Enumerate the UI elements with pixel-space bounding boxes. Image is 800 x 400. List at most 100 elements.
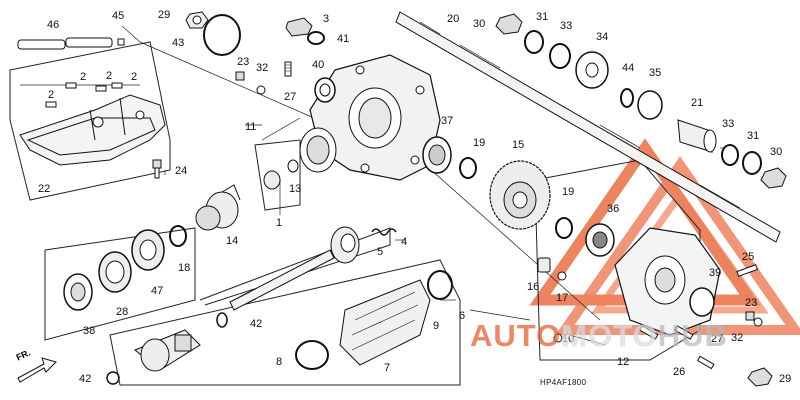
callout-label: 31: [536, 11, 549, 23]
spring-part: [371, 228, 397, 236]
callout-label: 37: [441, 115, 454, 127]
callout-label: 46: [47, 19, 60, 31]
collar-washer-parts: [620, 88, 663, 120]
nut-washer-parts: [495, 13, 609, 89]
callout-label: 30: [473, 18, 486, 30]
ring-gear-part: [489, 160, 551, 230]
callout-label: 17: [556, 292, 569, 304]
callout-label: 2: [80, 71, 87, 83]
gear-case-part: [299, 54, 441, 181]
nut-part-lower: [747, 367, 773, 387]
callout-label: 27: [284, 91, 297, 103]
callout-label: 13: [289, 183, 302, 195]
callout-label: 35: [649, 67, 662, 79]
oil-seal-part: [314, 77, 336, 103]
skid-guard-part: [19, 94, 166, 166]
callout-label: 25: [742, 251, 755, 263]
drain-plug-part: [285, 17, 325, 45]
watermark-part-2: MOTO: [561, 318, 658, 354]
callout-label: 31: [747, 130, 760, 142]
bearing-part: [422, 136, 452, 174]
callout-label: 14: [226, 235, 239, 247]
callout-label: 42: [250, 318, 263, 330]
front-arrow-icon: [17, 357, 57, 383]
callout-label: 8: [276, 356, 283, 368]
callout-label: 32: [731, 332, 744, 344]
callout-label: 23: [237, 56, 250, 68]
callout-label: 20: [447, 13, 460, 25]
callout-label: 36: [607, 203, 620, 215]
universal-joint-part: [134, 329, 201, 372]
drive-shaft-part: [395, 11, 781, 243]
frame-guard: [9, 41, 171, 201]
callout-label: 1: [276, 217, 283, 229]
watermark-text: AUTOMOTOHUB: [470, 318, 728, 354]
diagram-code: HP4AF1800: [540, 378, 587, 387]
callout-label: 40: [312, 59, 325, 71]
frame-gears: [254, 139, 301, 211]
callout-label: 21: [691, 97, 704, 109]
bolt-part: [152, 159, 162, 179]
snap-ring-parts: [106, 312, 228, 385]
callout-label: 10: [562, 333, 575, 345]
o-ring-part: [203, 14, 241, 56]
needle-bearing-part: [263, 159, 299, 190]
callout-label: 5: [377, 246, 384, 258]
watermark-part-3: HUB: [657, 318, 728, 353]
shim-parts: [459, 157, 573, 239]
callout-label: 28: [116, 306, 129, 318]
collar-part: [677, 119, 717, 153]
callout-label: 38: [83, 325, 96, 337]
callout-label: 47: [151, 285, 164, 297]
callout-label: 32: [256, 62, 269, 74]
callout-label: 27: [711, 333, 724, 345]
callout-label: 43: [172, 37, 185, 49]
case-bolt-parts: [639, 325, 715, 370]
small-bolt-lower-parts: [745, 311, 763, 327]
callout-label: 29: [158, 9, 171, 21]
callout-label: 12: [617, 356, 630, 368]
callout-label: 9: [433, 320, 440, 332]
callout-label: 39: [709, 267, 722, 279]
callout-label: 33: [722, 118, 735, 130]
callout-label: 18: [178, 262, 191, 274]
callout-label: 4: [401, 236, 408, 248]
callout-label: 29: [779, 373, 792, 385]
cover-bolt-parts: [537, 257, 567, 281]
callout-label: 30: [770, 146, 783, 158]
boot-clamp-parts: [295, 270, 453, 370]
callout-label: 6: [459, 310, 466, 322]
callout-label: 34: [596, 31, 609, 43]
callout-label: 19: [562, 186, 575, 198]
callout-label: 33: [560, 20, 573, 32]
right-nut-washer-parts: [721, 144, 787, 189]
bearing-set-parts: [63, 225, 187, 311]
rubber-strip-part: [17, 37, 125, 50]
flange-bolt-part: [736, 264, 759, 277]
callout-label: 22: [38, 183, 51, 195]
propeller-shaft-part: [229, 226, 360, 311]
rubber-mount-parts: [45, 82, 123, 108]
callout-label: 2: [48, 89, 55, 101]
callout-label: 2: [131, 71, 138, 83]
stud-bolt-part: [284, 61, 292, 77]
callout-label: 3: [323, 13, 330, 25]
callout-label: 24: [175, 165, 188, 177]
callout-label: 16: [527, 281, 540, 293]
nut-part: [185, 11, 209, 29]
callout-label: 7: [384, 362, 391, 374]
small-bolt-part: [235, 71, 266, 95]
callout-label: 15: [512, 139, 525, 151]
callout-label: 11: [245, 121, 257, 133]
gear-case-cover-part: [585, 223, 721, 336]
callout-label: 23: [745, 297, 758, 309]
plug-part: [553, 333, 563, 343]
callout-label: 2: [106, 70, 113, 82]
callout-label: 41: [337, 33, 350, 45]
callout-label: 19: [473, 137, 486, 149]
watermark-part-1: AUTO: [470, 318, 562, 353]
pinion-gear-part: [195, 184, 241, 231]
callout-label: 44: [622, 62, 635, 74]
callout-label: 45: [112, 10, 125, 22]
